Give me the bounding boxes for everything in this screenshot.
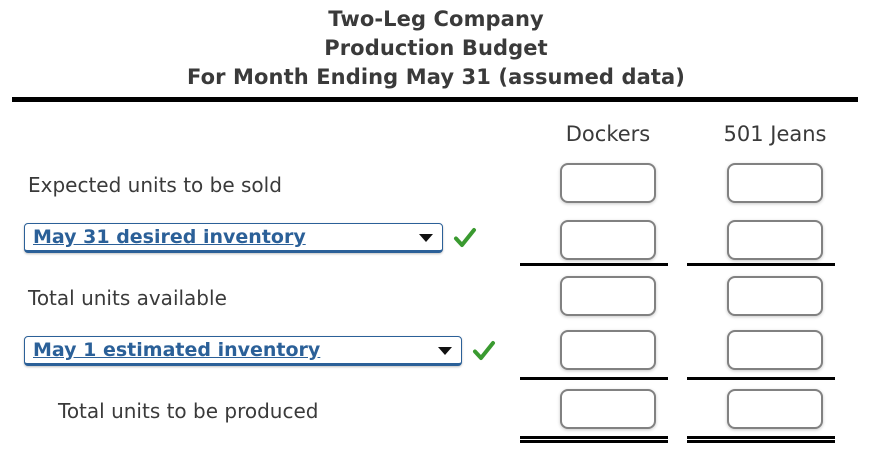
statement-heading: Two-Leg Company Production Budget For Mo… [0, 0, 872, 92]
subtotal-rule-row2-dockers [520, 263, 668, 266]
row-label-total-units-available: Total units available [28, 286, 227, 310]
input-row5-dockers[interactable] [560, 389, 656, 429]
total-rule-501-jeans [687, 436, 835, 443]
dropdown-row2-control[interactable]: May 31 desired inventory [24, 223, 443, 253]
subtotal-rule-row2-501-jeans [687, 263, 835, 266]
input-row3-501-jeans[interactable] [727, 276, 823, 316]
input-row4-501-jeans[interactable] [727, 330, 823, 370]
input-row3-dockers[interactable] [560, 276, 656, 316]
input-row4-dockers[interactable] [560, 330, 656, 370]
dropdown-row4-value: May 1 estimated inventory [33, 339, 321, 361]
input-row1-501-jeans[interactable] [727, 163, 823, 203]
chevron-down-icon [438, 347, 452, 355]
row-label-total-units-to-be-produced: Total units to be produced [58, 399, 319, 423]
green-checkmark-icon [452, 225, 478, 251]
statement-period: For Month Ending May 31 (assumed data) [187, 65, 685, 89]
column-header-dockers: Dockers [565, 122, 651, 146]
green-checkmark-icon [471, 338, 497, 364]
header-divider [12, 97, 858, 102]
dropdown-row4[interactable]: May 1 estimated inventory [24, 336, 462, 366]
company-name: Two-Leg Company [328, 7, 544, 31]
dropdown-row2-value: May 31 desired inventory [33, 226, 306, 248]
input-row2-dockers[interactable] [560, 220, 656, 260]
subtotal-rule-row4-dockers [520, 377, 668, 380]
chevron-down-icon [419, 234, 433, 242]
statement-name: Production Budget [324, 36, 548, 60]
column-header-501-jeans: 501 Jeans [723, 122, 827, 146]
dropdown-row4-control[interactable]: May 1 estimated inventory [24, 336, 462, 366]
total-rule-dockers [520, 436, 668, 443]
row-label-expected-units-to-be-sold: Expected units to be sold [28, 173, 282, 197]
input-row1-dockers[interactable] [560, 163, 656, 203]
dropdown-row2[interactable]: May 31 desired inventory [24, 223, 443, 253]
input-row2-501-jeans[interactable] [727, 220, 823, 260]
input-row5-501-jeans[interactable] [727, 389, 823, 429]
subtotal-rule-row4-501-jeans [687, 377, 835, 380]
